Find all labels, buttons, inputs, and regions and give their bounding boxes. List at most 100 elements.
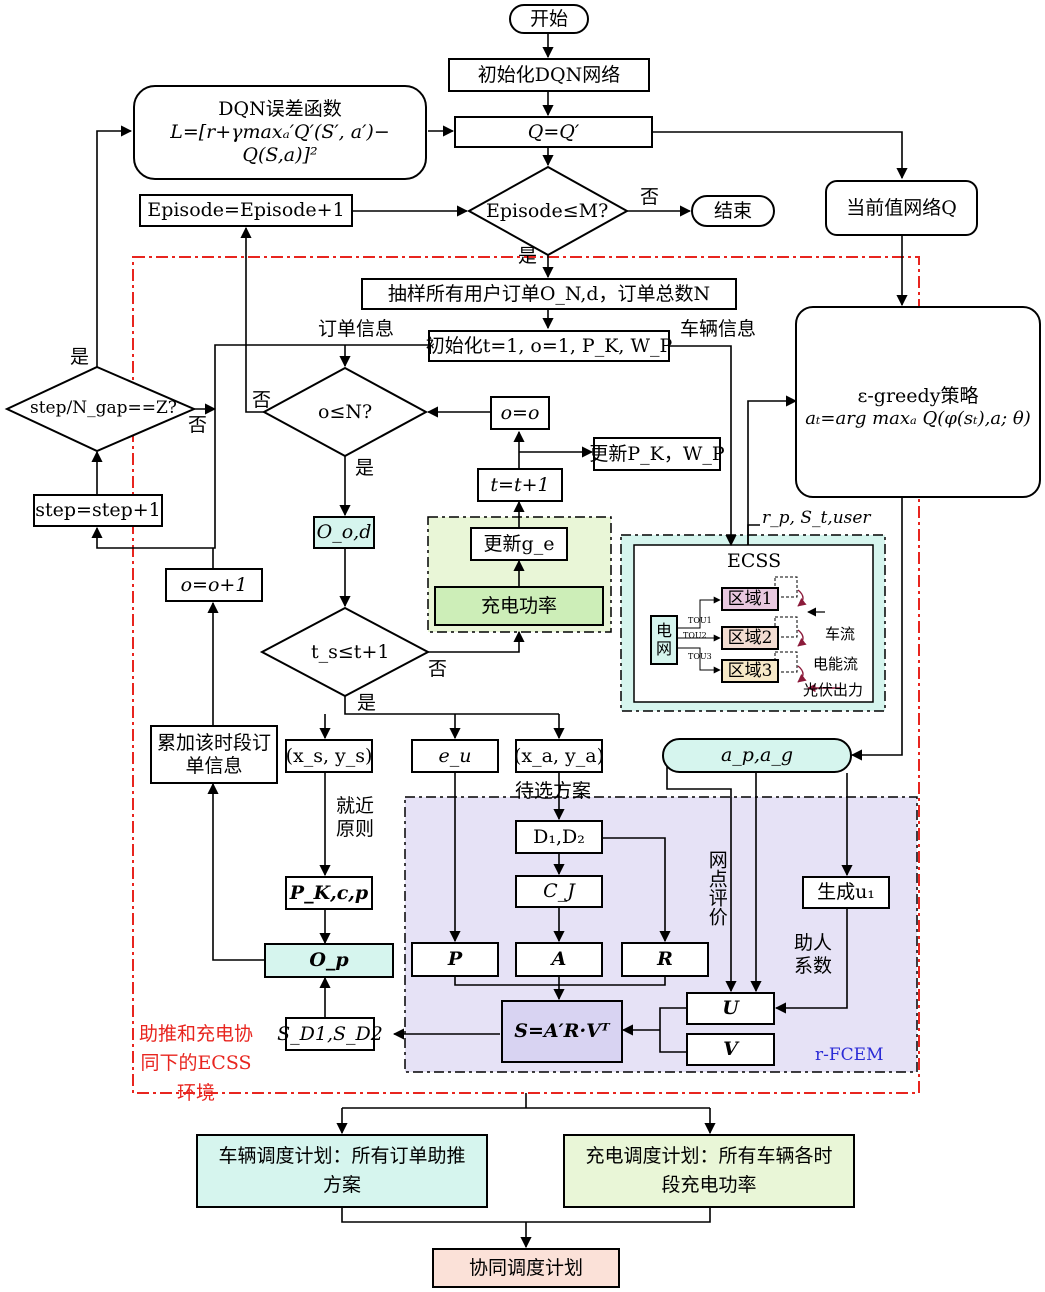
zone1-box: 区域1 <box>721 587 779 611</box>
xs-ys-box: (x_s, y_s) <box>285 739 373 773</box>
r-label: R <box>657 948 673 971</box>
current-q-label: 当前值网络Q <box>846 196 957 219</box>
dqn-loss-title: DQN误差函数 <box>218 98 342 121</box>
pv-output-label: 光伏出力 <box>803 681 864 699</box>
eu-box: e_u <box>411 739 499 773</box>
assist-coef-label: 助人系数 <box>794 932 833 977</box>
dqn-loss-formula-line1: L=[r+γmaxₐ′Q′(S′, a′)− <box>170 121 390 144</box>
u-box: U <box>686 992 775 1025</box>
candidates-label: 待选方案 <box>515 780 592 802</box>
s-formula-label: S=A′R·Vᵀ <box>514 1020 610 1043</box>
vehicle-plan-box: 车辆调度计划：所有订单助推方案 <box>196 1134 488 1208</box>
start-terminal: 开始 <box>509 4 589 34</box>
s-formula-box: S=A′R·Vᵀ <box>501 1000 623 1063</box>
ts-check-label: t_s≤t+1 <box>311 641 390 663</box>
init-t-box: 初始化t=1, o=1, P_K, W_P <box>425 330 673 362</box>
step-increment-label: step=step+1 <box>35 499 161 522</box>
vehicle-info-label: 车辆信息 <box>680 318 757 340</box>
edge-label-ts-no: 否 <box>428 658 448 680</box>
dqn-loss-box: DQN误差函数 L=[r+γmaxₐ′Q′(S′, a′)− Q(S,a)]² <box>133 85 427 180</box>
sample-orders-box: 抽样所有用户订单O_N,d，订单总数N <box>361 278 737 310</box>
grid-box: 电网 <box>650 615 678 665</box>
v-box: V <box>686 1033 775 1066</box>
t-increment-box: t=t+1 <box>477 468 563 502</box>
init-dqn-label: 初始化DQN网络 <box>477 63 621 86</box>
zone3-label: 区域3 <box>727 660 773 681</box>
charge-plan-label: 充电调度计划：所有车辆各时段充电功率 <box>585 1144 833 1196</box>
energy-flow-label: 电能流 <box>813 655 859 673</box>
edge-label-step-yes: 是 <box>70 346 90 368</box>
o-od-box: O_o,d <box>313 516 375 549</box>
ecss-environment-region <box>132 256 920 1094</box>
d1d2-label: D₁,D₂ <box>533 825 585 848</box>
zone1-label: 区域1 <box>727 588 773 609</box>
cj-box: C_J <box>515 875 603 908</box>
sample-orders-label: 抽样所有用户订单O_N,d，订单总数N <box>387 282 711 305</box>
p-label: P <box>447 948 463 971</box>
edge-label-step-no: 否 <box>188 414 208 436</box>
egreedy-formula: aₜ=arg maxₐ Q(φ(sₜ),a; θ) <box>805 407 1031 429</box>
o-eq-label: o=o <box>500 401 540 424</box>
t-increment-label: t=t+1 <box>490 473 550 496</box>
net-eval-label: 网点评价 <box>705 850 728 926</box>
ap-ag-label: a_p,a_g <box>720 744 794 767</box>
start-label: 开始 <box>529 7 568 30</box>
update-ge-label: 更新g_e <box>483 532 555 555</box>
egreedy-title: ε-greedy策略 <box>857 384 979 407</box>
charge-power-box: 充电功率 <box>434 586 604 626</box>
cj-label: C_J <box>543 880 575 903</box>
dqn-loss-formula-line2: Q(S,a)]² <box>242 143 318 166</box>
edge-label-o-no: 否 <box>252 389 272 411</box>
d1d2-box: D₁,D₂ <box>515 820 603 854</box>
ecss-title: ECSS <box>727 550 782 572</box>
o-increment-label: o=o+1 <box>180 573 248 596</box>
p-box: P <box>411 942 499 977</box>
end-label: 结束 <box>713 199 752 222</box>
step-check-label: step/N_gap==Z? <box>30 398 177 418</box>
egreedy-box: ε-greedy策略 aₜ=arg maxₐ Q(φ(sₜ),a; θ) <box>795 306 1041 498</box>
vehicle-plan-label: 车辆调度计划：所有订单助推方案 <box>218 1144 466 1196</box>
r-box: R <box>621 942 709 977</box>
u-label: U <box>722 997 739 1020</box>
xa-ya-box: (x_a, y_a) <box>514 739 605 773</box>
rp-st-label: r_p, S_t,user <box>762 508 871 528</box>
o-eq-box: o=o <box>490 396 550 430</box>
pk-cp-box: P_K,c,p <box>285 876 373 910</box>
v-label: V <box>723 1038 738 1061</box>
init-dqn-box: 初始化DQN网络 <box>448 58 650 92</box>
pk-cp-label: P_K,c,p <box>289 881 369 904</box>
accumulate-label: 累加该时段订单信息 <box>156 731 271 777</box>
sd-box: S_D1,S_D2 <box>277 1017 383 1051</box>
edge-label-episode-yes: 是 <box>518 245 538 267</box>
q-assign-box: Q=Q′ <box>454 116 653 148</box>
rfcem-label: r-FCEM <box>815 1045 884 1065</box>
o-increment-box: o=o+1 <box>165 568 263 602</box>
end-terminal: 结束 <box>691 195 775 227</box>
update-pk-label: 更新P_K，W_P <box>589 442 725 465</box>
nearest-rule-label: 就近原则 <box>336 795 375 840</box>
gen-u1-label: 生成u₁ <box>817 881 875 904</box>
tou2-label: TOU2 <box>683 631 707 640</box>
zone2-box: 区域2 <box>721 626 779 650</box>
edge-label-ts-yes: 是 <box>357 692 377 714</box>
episode-increment-label: Episode=Episode+1 <box>147 199 345 222</box>
coop-plan-label: 协同调度计划 <box>468 1256 583 1279</box>
sd-label: S_D1,S_D2 <box>277 1022 383 1045</box>
step-increment-box: step=step+1 <box>33 494 163 527</box>
charge-power-label: 充电功率 <box>480 594 557 617</box>
edge-label-episode-no: 否 <box>640 186 660 208</box>
update-ge-box: 更新g_e <box>470 527 568 561</box>
coop-plan-box: 协同调度计划 <box>432 1248 620 1288</box>
zone3-box: 区域3 <box>721 659 779 683</box>
xa-ya-label: (x_a, y_a) <box>514 744 605 767</box>
grid-label: 电网 <box>655 621 672 658</box>
tou3-label: TOU3 <box>688 652 712 661</box>
init-t-label: 初始化t=1, o=1, P_K, W_P <box>425 334 673 357</box>
xs-ys-label: (x_s, y_s) <box>285 744 373 767</box>
charge-plan-box: 充电调度计划：所有车辆各时段充电功率 <box>563 1134 855 1208</box>
a-label: A <box>551 948 567 971</box>
eu-label: e_u <box>438 744 472 767</box>
o-check-label: o≤N? <box>318 401 373 423</box>
edge-label-o-yes: 是 <box>355 457 375 479</box>
ecss-environment-label: 助推和充电协同下的ECSS环境 <box>138 1023 253 1104</box>
